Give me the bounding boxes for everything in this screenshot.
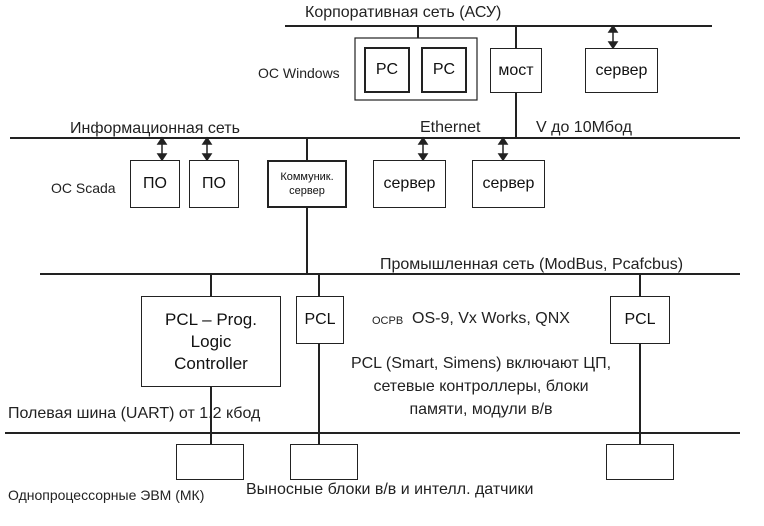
ethernet-label: Ethernet — [420, 119, 481, 136]
remote-io-box-2 — [290, 444, 358, 480]
remote-io-box-3 — [606, 444, 674, 480]
pc-1: PC — [364, 47, 410, 93]
plc-box-2: PCL — [610, 296, 670, 344]
comm-server-box: Коммуник. сервер — [267, 160, 347, 208]
fieldbus-label: Полевая шина (UART) от 1.2 кбод — [8, 405, 261, 422]
windows-group-frame — [354, 37, 478, 101]
info-network-label: Информационная сеть — [70, 120, 240, 137]
bridge-box: мост — [490, 48, 542, 93]
remote-blocks-label: Выносные блоки в/в и интелл. датчики — [246, 481, 534, 498]
server-top-box: сервер — [585, 48, 658, 93]
main-plc-box: PCL – Prog. Logic Controller — [141, 296, 281, 387]
software-box-1: ПО — [130, 160, 180, 208]
rtos-list-label: OS-9, Vx Works, QNX — [412, 310, 570, 327]
plc-description: PCL (Smart, Simens) включают ЦП, сетевые… — [350, 355, 612, 418]
pc-2: PC — [421, 47, 467, 93]
os-scada-label: ОС Scada — [51, 180, 116, 196]
server-mid-box-1: сервер — [373, 160, 446, 208]
corporate-network-label: Корпоративная сеть (АСУ) — [305, 4, 502, 21]
single-cpu-label: Однопроцессорные ЭВМ (МК) — [8, 487, 205, 503]
os-windows-label: ОС Windows — [258, 65, 340, 81]
remote-io-box-1 — [176, 444, 244, 480]
software-box-2: ПО — [189, 160, 239, 208]
server-mid-box-2: сервер — [472, 160, 545, 208]
speed-label: V до 10Мбод — [536, 119, 632, 136]
rtos-abbrev-label: ОСРВ — [372, 315, 404, 327]
plc-box-1: PCL — [296, 296, 344, 344]
industrial-network-label: Промышленная сеть (ModBus, Pcafcbus) — [380, 256, 684, 273]
